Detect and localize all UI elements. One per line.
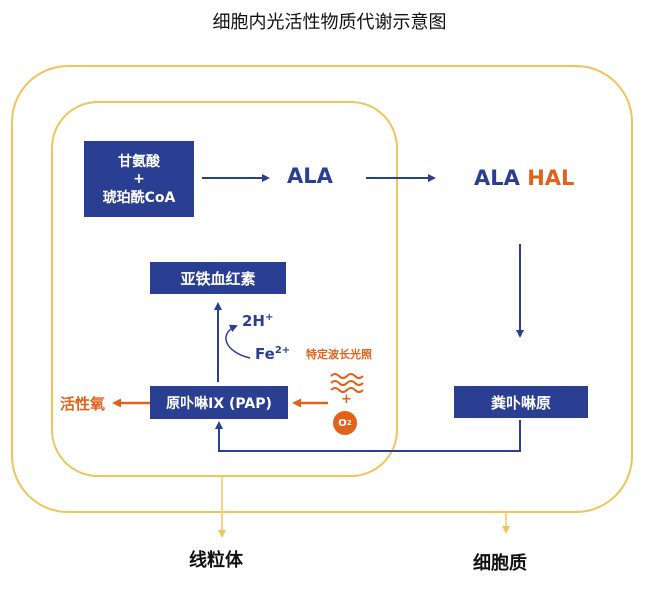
iron-label: Fe2+	[255, 345, 290, 363]
oxygen-text: O	[338, 417, 347, 429]
plus-sign: +	[133, 171, 145, 187]
two-h-text: 2H	[242, 312, 265, 330]
light-plus-sign: +	[341, 392, 352, 407]
substrates-box: 甘氨酸 + 琥珀酰CoA	[84, 141, 194, 217]
light-wave-icon	[330, 373, 364, 393]
coproporphyrinogen-box: 粪卟啉原	[454, 386, 588, 418]
succinyl-coa-label: 琥珀酰CoA	[102, 190, 176, 206]
cytoplasm-label: 细胞质	[473, 553, 527, 574]
diagram-title: 细胞内光活性物质代谢示意图	[212, 12, 447, 33]
two-h-label: 2H+	[242, 312, 273, 330]
glycine-label: 甘氨酸	[118, 154, 160, 170]
arrow-coproporphyrinogen-to-pap	[215, 420, 521, 452]
iron-charge: 2+	[274, 345, 291, 356]
pap-box: 原卟啉IX (PAP)	[150, 386, 288, 419]
two-h-charge: +	[265, 312, 274, 323]
light-label: 特定波长光照	[306, 348, 372, 361]
ala-mitochondrial-label: ALA	[287, 164, 333, 188]
cell-outline	[11, 65, 633, 513]
oxygen-subscript: 2	[346, 419, 352, 427]
hal-label: HAL	[527, 166, 575, 190]
iron-text: Fe	[255, 345, 275, 363]
mitochondrion-outline	[51, 101, 398, 477]
ros-label: 活性氧	[60, 395, 106, 413]
ferrous-heme-box: 亚铁血红素	[150, 262, 286, 294]
arrow-iron-insertion	[225, 324, 251, 359]
ala-cytoplasmic-label: ALA	[474, 166, 520, 190]
ala-hal-label: ALA HAL	[474, 166, 574, 190]
mitochondria-label: 线粒体	[189, 550, 243, 571]
